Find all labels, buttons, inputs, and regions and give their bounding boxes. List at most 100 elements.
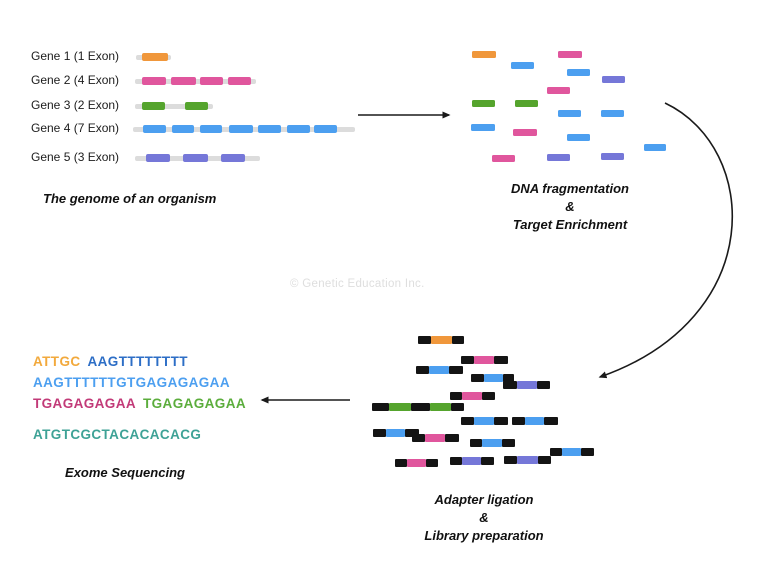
insert-block bbox=[431, 336, 452, 344]
adapter-block bbox=[550, 448, 562, 456]
dna-fragment bbox=[601, 110, 624, 117]
exon-block bbox=[200, 125, 222, 133]
dna-fragment bbox=[567, 69, 590, 76]
exon-block bbox=[314, 125, 337, 133]
insert-block bbox=[429, 366, 449, 374]
dna-fragment bbox=[513, 129, 537, 136]
library-fragment bbox=[550, 448, 594, 456]
adapter-block bbox=[418, 336, 431, 344]
sequencing-caption: Exome Sequencing bbox=[65, 465, 185, 480]
adapter-block bbox=[449, 366, 463, 374]
adapter-block bbox=[395, 459, 407, 467]
library-fragment bbox=[416, 366, 463, 374]
adapter-block bbox=[451, 403, 464, 411]
library-fragment bbox=[504, 456, 551, 464]
sequence-read: ATTGC bbox=[33, 354, 81, 369]
insert-block bbox=[474, 356, 494, 364]
library-caption-line3: Library preparation bbox=[424, 528, 544, 543]
adapter-block bbox=[445, 434, 459, 442]
insert-block bbox=[425, 434, 445, 442]
adapter-block bbox=[416, 366, 429, 374]
adapter-block bbox=[503, 374, 514, 382]
dna-fragment bbox=[471, 124, 495, 131]
insert-block bbox=[484, 374, 503, 382]
adapter-block bbox=[450, 392, 462, 400]
exon-block bbox=[258, 125, 281, 133]
dna-fragment bbox=[602, 76, 625, 83]
insert-block bbox=[462, 457, 481, 465]
sequence-read-line: TGAGAGAGAA TGAGAGAGAA bbox=[33, 396, 246, 411]
adapter-block bbox=[373, 429, 386, 437]
library-fragment bbox=[503, 381, 550, 389]
sequence-read: TGAGAGAGAA bbox=[33, 396, 136, 411]
insert-block bbox=[430, 403, 451, 411]
exon-block bbox=[229, 125, 253, 133]
watermark: © Genetic Education Inc. bbox=[290, 278, 425, 290]
dna-fragment bbox=[515, 100, 538, 107]
adapter-block bbox=[494, 417, 508, 425]
exon-block bbox=[200, 77, 223, 85]
library-fragment bbox=[450, 457, 494, 465]
adapter-block bbox=[470, 439, 482, 447]
adapter-block bbox=[471, 374, 484, 382]
insert-block bbox=[482, 439, 502, 447]
exon-block bbox=[287, 125, 310, 133]
library-fragment bbox=[373, 429, 419, 437]
gene-label: Gene 1 (1 Exon) bbox=[31, 49, 120, 63]
fragmentation-caption: DNA fragmentation & Target Enrichment bbox=[490, 180, 650, 234]
exon-block bbox=[228, 77, 251, 85]
dna-fragment bbox=[472, 100, 495, 107]
adapter-block bbox=[412, 434, 425, 442]
sequence-read: ATGTCGCTACACACACG bbox=[33, 427, 202, 442]
sequence-read: TGAGAGAGAA bbox=[143, 396, 246, 411]
exon-block bbox=[185, 102, 208, 110]
adapter-block bbox=[450, 457, 462, 465]
library-fragment bbox=[372, 403, 464, 411]
dna-fragment bbox=[567, 134, 590, 141]
insert-block bbox=[389, 403, 411, 411]
adapter-block bbox=[581, 448, 594, 456]
sequence-read: AAGTTTTTTGTGAGAGAGAA bbox=[33, 375, 230, 390]
adapter-block bbox=[372, 403, 389, 411]
adapter-block bbox=[411, 403, 430, 411]
adapter-block bbox=[537, 381, 550, 389]
insert-block bbox=[517, 381, 537, 389]
adapter-block bbox=[405, 429, 419, 437]
gene-track bbox=[135, 104, 213, 109]
gene-label: Gene 2 (4 Exon) bbox=[31, 73, 120, 87]
adapter-block bbox=[452, 336, 464, 344]
adapter-block bbox=[538, 456, 551, 464]
adapter-block bbox=[502, 439, 515, 447]
library-fragment bbox=[512, 417, 558, 425]
adapter-block bbox=[504, 456, 517, 464]
exon-block bbox=[142, 53, 168, 61]
sequence-read-line: AAGTTTTTTGTGAGAGAGAA bbox=[33, 375, 230, 390]
insert-block bbox=[474, 417, 494, 425]
exon-block bbox=[171, 77, 196, 85]
adapter-block bbox=[482, 392, 495, 400]
insert-block bbox=[525, 417, 544, 425]
fragmentation-caption-line3: Target Enrichment bbox=[512, 217, 628, 232]
fragmentation-caption-line1: DNA fragmentation bbox=[511, 181, 629, 196]
library-fragment bbox=[395, 459, 438, 467]
library-fragment bbox=[470, 439, 515, 447]
dna-fragment bbox=[472, 51, 496, 58]
dna-fragment bbox=[511, 62, 534, 69]
adapter-block bbox=[461, 417, 474, 425]
insert-block bbox=[562, 448, 581, 456]
adapter-block bbox=[426, 459, 438, 467]
library-caption-line1: Adapter ligation bbox=[434, 492, 534, 507]
dna-fragment bbox=[492, 155, 515, 162]
gene-label: Gene 4 (7 Exon) bbox=[31, 121, 120, 135]
library-caption-line2: & bbox=[479, 510, 489, 525]
library-fragment bbox=[450, 392, 495, 400]
library-fragment bbox=[461, 356, 508, 364]
adapter-block bbox=[481, 457, 494, 465]
arrow-fragmentation-to-library-icon bbox=[598, 102, 734, 379]
sequence-read: AAGTTTTTTTT bbox=[87, 354, 188, 369]
adapter-block bbox=[512, 417, 525, 425]
exon-block bbox=[142, 102, 165, 110]
exon-block bbox=[146, 154, 170, 162]
dna-fragment bbox=[547, 87, 570, 94]
